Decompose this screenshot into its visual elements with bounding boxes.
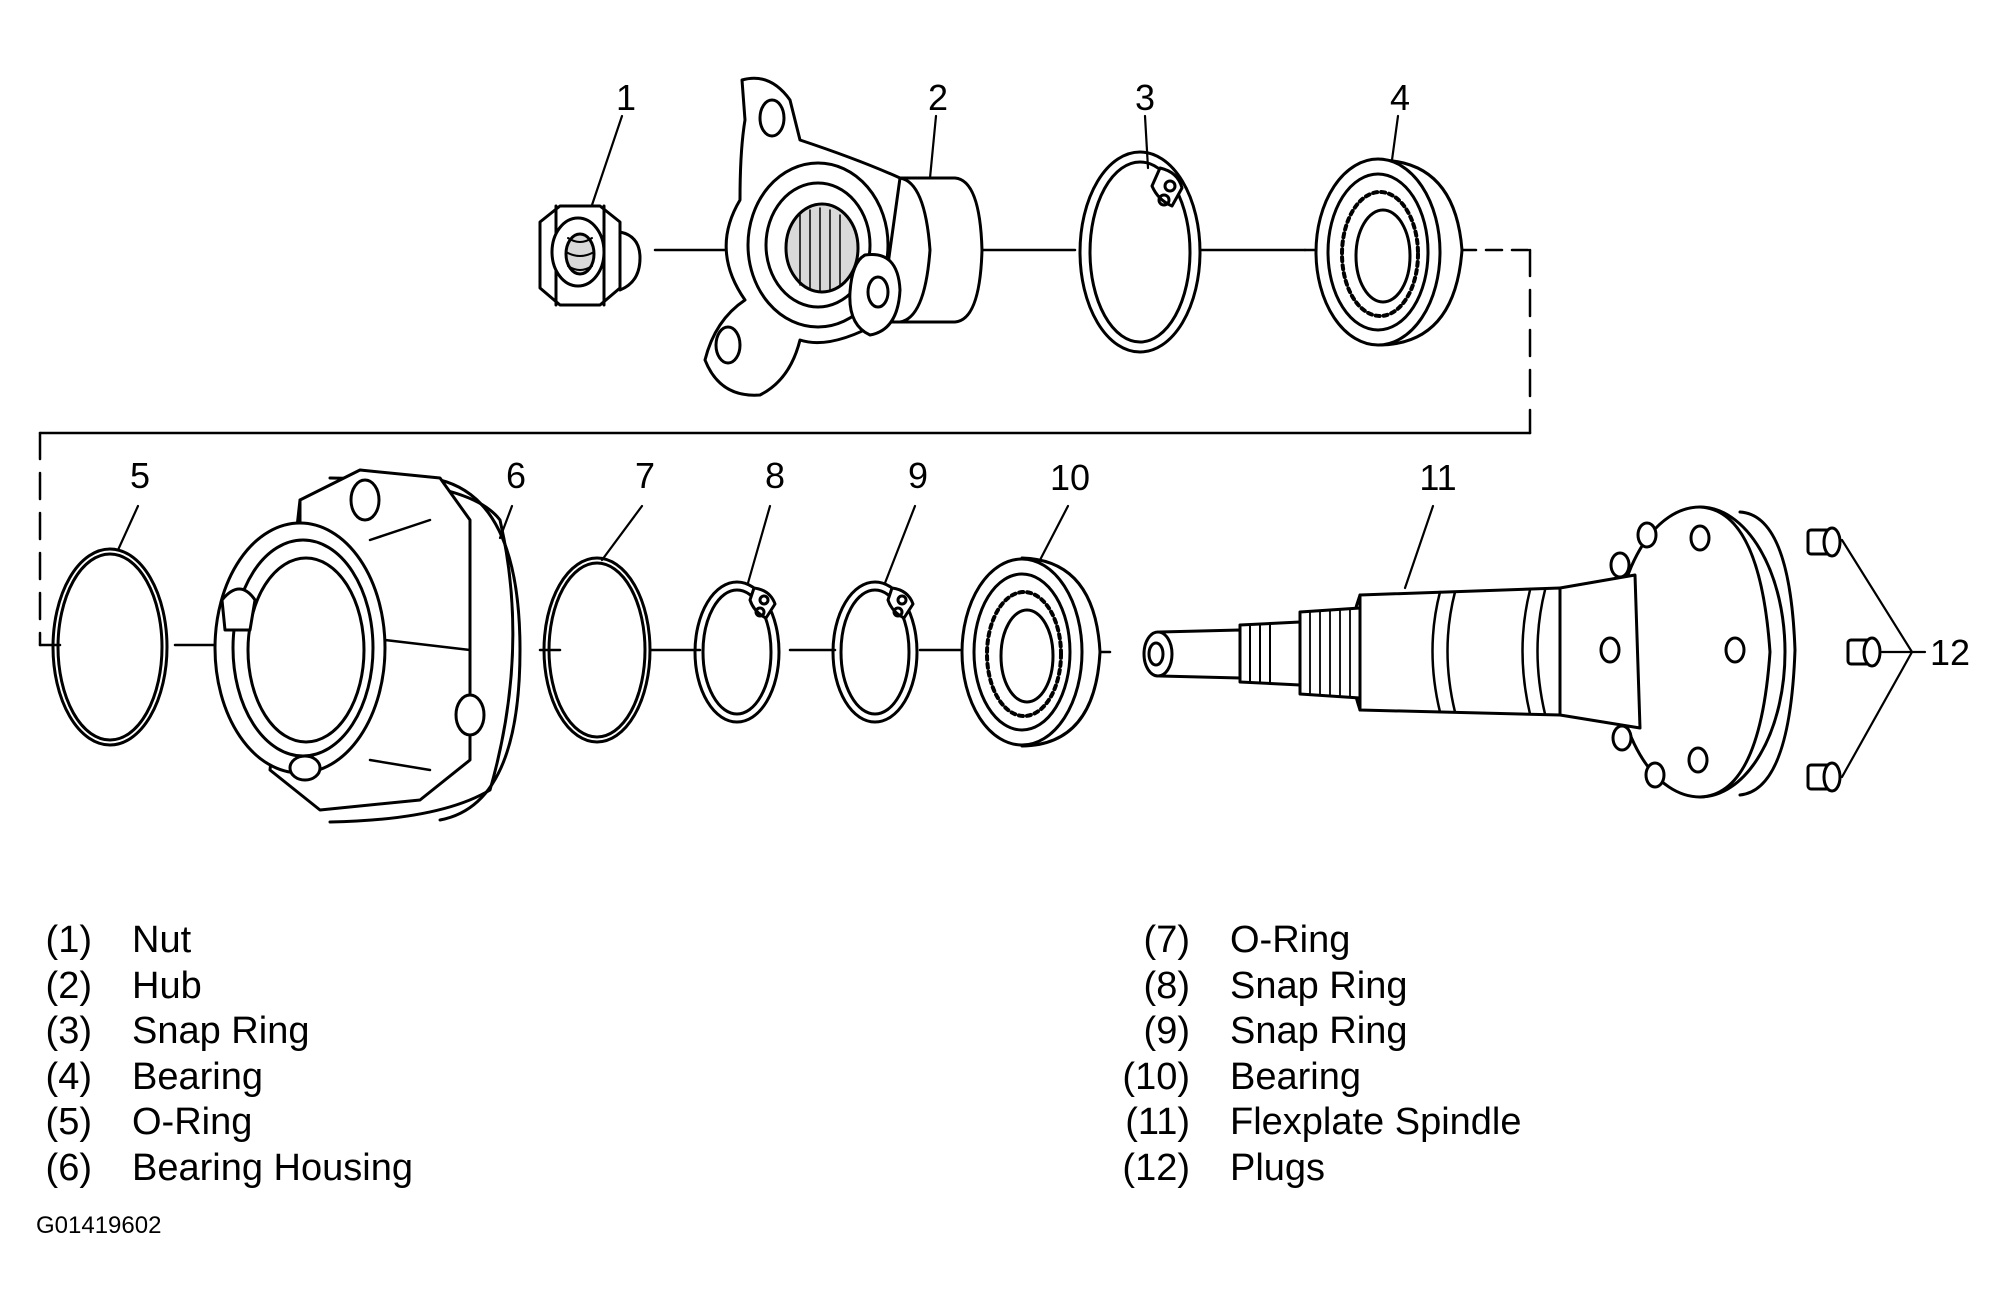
bearing-10-part xyxy=(960,556,1102,748)
legend-item: (5) O-Ring xyxy=(40,1100,413,1146)
figure-id: G01419602 xyxy=(36,1212,162,1239)
legend-part-name: Bearing xyxy=(1230,1055,1361,1098)
legend-part-name: Bearing Housing xyxy=(132,1146,413,1189)
legend-number: (6) xyxy=(45,1146,92,1189)
legend-part-name: Snap Ring xyxy=(132,1010,310,1052)
legend-number: (7) xyxy=(1143,919,1190,961)
legend-part-name: Snap Ring xyxy=(1230,964,1408,1007)
callout-3: 3 xyxy=(1135,77,1155,118)
nut-part xyxy=(538,204,642,307)
legend-item: (2) Hub xyxy=(40,964,413,1010)
legend-item: (9) Snap Ring xyxy=(1120,1009,1522,1055)
callout-9: 9 xyxy=(908,455,928,496)
callout-1: 1 xyxy=(616,77,636,118)
legend-part-name: Snap Ring xyxy=(1230,1010,1408,1052)
plug-bottom xyxy=(1806,761,1842,793)
callout-4: 4 xyxy=(1390,77,1410,118)
legend-part-name: O-Ring xyxy=(1230,919,1351,961)
legend-number: (2) xyxy=(45,964,92,1007)
o-ring-7-part xyxy=(542,556,652,744)
legend-number: (3) xyxy=(45,1010,92,1052)
callout-11: 11 xyxy=(1419,457,1456,498)
legend-item: (10) Bearing xyxy=(1120,1055,1522,1101)
legend-item: (4) Bearing xyxy=(40,1055,413,1101)
plugs-part xyxy=(1806,526,1882,793)
callout-10: 10 xyxy=(1050,457,1090,498)
callout-labels: 1 2 3 4 5 6 7 8 9 10 11 12 xyxy=(130,77,1970,673)
legend-number: (4) xyxy=(45,1055,92,1098)
legend-left-column: (1) Nut (2) Hub (3) Snap Ring (4) Bearing (5… xyxy=(40,918,413,1191)
legend-part-name: Flexplate Spindle xyxy=(1230,1101,1522,1143)
legend-item: (6) Bearing Housing xyxy=(40,1146,413,1192)
snap-ring-3-part xyxy=(1078,150,1202,354)
hub-part xyxy=(703,76,984,397)
legend-number: (10) xyxy=(1122,1055,1190,1098)
legend-item: (7) O-Ring xyxy=(1120,918,1522,964)
legend-number: (12) xyxy=(1122,1146,1190,1189)
bearing-4-part xyxy=(1314,157,1464,347)
callout-5: 5 xyxy=(130,455,150,496)
plug-top xyxy=(1806,526,1842,558)
legend-right-column: (7) O-Ring (8) Snap Ring (9) Snap Ring (10)… xyxy=(1120,918,1522,1192)
snap-ring-8-part xyxy=(693,580,781,724)
legend-number: (8) xyxy=(1143,964,1190,1007)
legend-item: (8) Snap Ring xyxy=(1120,964,1522,1010)
callout-8: 8 xyxy=(765,455,785,496)
callout-12: 12 xyxy=(1930,632,1970,673)
legend-number: (1) xyxy=(45,919,92,961)
legend-number: (11) xyxy=(1125,1101,1190,1143)
legend-part-name: Hub xyxy=(132,964,202,1007)
flexplate-spindle-part xyxy=(1142,505,1797,799)
legend-part-name: Nut xyxy=(132,919,192,961)
bearing-housing-part xyxy=(213,468,522,824)
legend-part-name: O-Ring xyxy=(132,1101,253,1143)
snap-ring-9-part xyxy=(831,580,919,724)
legend-part-name: Plugs xyxy=(1230,1146,1326,1189)
legend-item: (12) Plugs xyxy=(1120,1146,1522,1192)
callout-6: 6 xyxy=(506,455,526,496)
legend-number: (9) xyxy=(1143,1010,1190,1052)
legend-item: (11) Flexplate Spindle xyxy=(1120,1100,1522,1146)
plug-middle xyxy=(1846,636,1882,668)
leader-lines xyxy=(116,114,1927,779)
legend-part-name: Bearing xyxy=(132,1055,263,1098)
callout-7: 7 xyxy=(635,455,655,496)
legend-item: (1) Nut xyxy=(40,918,413,964)
legend-item: (3) Snap Ring xyxy=(40,1009,413,1055)
o-ring-5-part xyxy=(51,547,169,747)
legend-number: (5) xyxy=(45,1101,92,1143)
callout-2: 2 xyxy=(928,77,948,118)
spindle-flange-bolt-holes xyxy=(1599,521,1746,789)
